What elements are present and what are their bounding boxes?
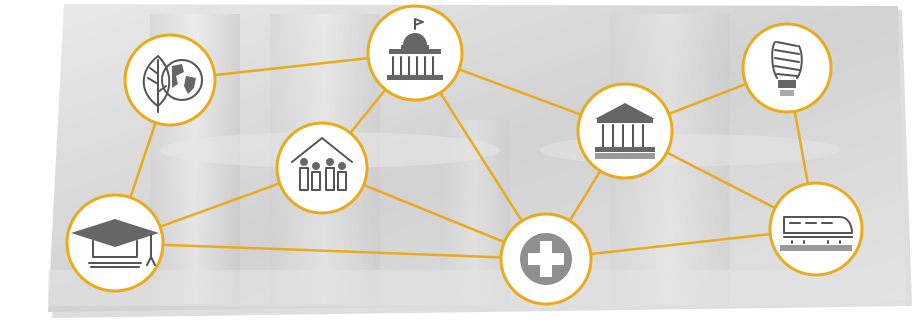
node-environment bbox=[123, 33, 217, 127]
node-government bbox=[576, 82, 674, 180]
link-education-health bbox=[114, 241, 547, 261]
train-icon bbox=[780, 216, 853, 251]
graduation-cap-icon bbox=[71, 219, 159, 268]
background-photo bbox=[48, 4, 912, 318]
medical-cross-icon bbox=[520, 233, 572, 285]
node-capitol bbox=[366, 4, 464, 102]
node-energy bbox=[741, 22, 833, 114]
light-bulb-icon bbox=[771, 41, 803, 96]
government-building-icon bbox=[595, 103, 655, 159]
node-education bbox=[65, 193, 165, 293]
leaf-globe-icon bbox=[142, 55, 203, 113]
family-housing-icon bbox=[291, 137, 353, 191]
capitol-building-icon bbox=[387, 18, 443, 80]
node-health bbox=[499, 212, 593, 306]
node-community bbox=[275, 121, 369, 215]
node-transport bbox=[768, 181, 864, 277]
